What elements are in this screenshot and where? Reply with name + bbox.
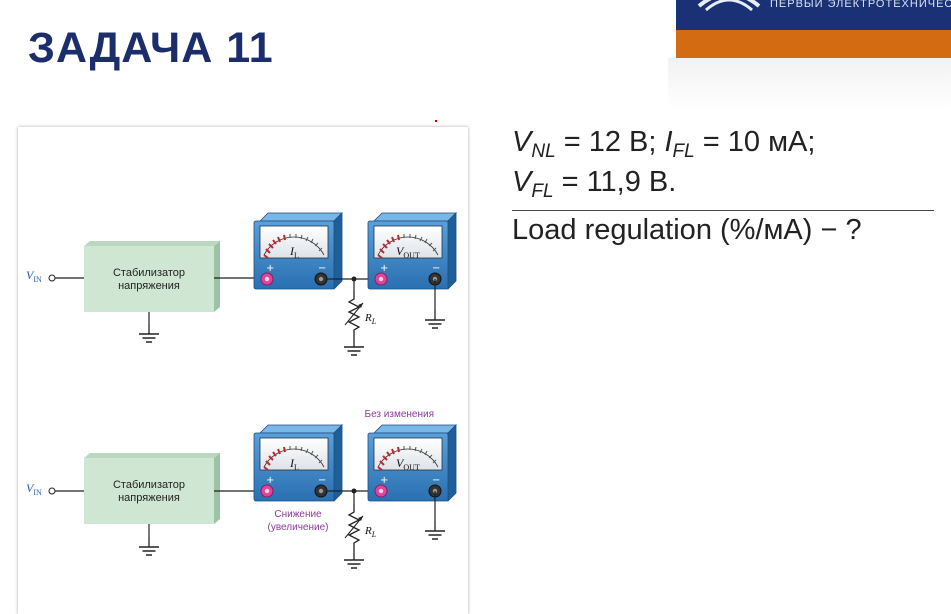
question-text: Load regulation (%/мА) − ? <box>512 214 862 246</box>
top-regulator-block: Стабилизатор напряжения <box>84 241 220 312</box>
svg-text:RL: RL <box>364 525 377 539</box>
top-load-resistor: RL <box>343 279 377 356</box>
svg-text:напряжения: напряжения <box>118 280 180 292</box>
bottom-voltmeter: VOUT <box>368 425 456 501</box>
logo-text: ПЕРВЫЙ ЭЛЕКТРОТЕХНИЧЕС <box>770 0 951 10</box>
svg-text:Стабилизатор: Стабилизатор <box>113 479 185 491</box>
svg-text:Стабилизатор: Стабилизатор <box>113 267 185 279</box>
svg-text:VOUT: VOUT <box>396 456 420 472</box>
top-voltmeter-ground-icon <box>424 309 446 329</box>
top-vin-terminal <box>48 274 56 282</box>
given-line-1: VNL = 12 В; IFL = 10 мА; <box>512 126 816 162</box>
note-decrease-line2: (увеличение) <box>268 522 329 533</box>
header-shadow <box>668 58 951 110</box>
given-divider <box>512 210 934 211</box>
top-voltmeter: VOUT <box>368 213 456 289</box>
bottom-ammeter: IL <box>254 425 342 501</box>
bottom-regulator-block: Стабилизатор напряжения <box>84 453 220 524</box>
svg-text:IL: IL <box>289 456 299 472</box>
bottom-voltmeter-ground-icon <box>424 520 446 540</box>
note-decrease-line1: Снижение <box>274 509 322 520</box>
institution-logo-band: ПЕРВЫЙ ЭЛЕКТРОТЕХНИЧЕС <box>676 0 951 58</box>
bottom-regulator-ground-icon <box>138 536 160 556</box>
logo-emblem-icon <box>697 0 761 12</box>
svg-text:RL: RL <box>364 312 377 326</box>
given-line-2: VFL = 11,9 В. <box>512 166 677 202</box>
svg-text:VOUT: VOUT <box>396 244 420 260</box>
circuit-diagram: + − VIN <box>26 127 468 569</box>
svg-text:IL: IL <box>289 244 299 260</box>
svg-text:напряжения: напряжения <box>118 492 180 504</box>
bottom-load-resistor: RL <box>343 491 377 569</box>
top-vin-label: VIN <box>26 268 42 284</box>
note-unchanged: Без изменения <box>365 409 434 420</box>
bottom-vin-terminal <box>48 487 56 495</box>
top-circuit: VIN Стабилизатор напряжения IL VOUT <box>26 213 456 356</box>
circuit-diagram-figure: + − VIN <box>18 127 468 614</box>
bottom-circuit: Без изменения VIN Стабилизатор напряжени… <box>26 409 456 569</box>
stray-mark <box>435 120 437 122</box>
slide-title: ЗАДАЧА 11 <box>28 24 274 72</box>
top-regulator-ground-icon <box>138 323 160 343</box>
bottom-vin-label: VIN <box>26 481 42 497</box>
top-ammeter: IL <box>254 213 342 289</box>
problem-statement: VNL = 12 В; IFL = 10 мА; VFL = 11,9 В. <box>512 122 942 202</box>
